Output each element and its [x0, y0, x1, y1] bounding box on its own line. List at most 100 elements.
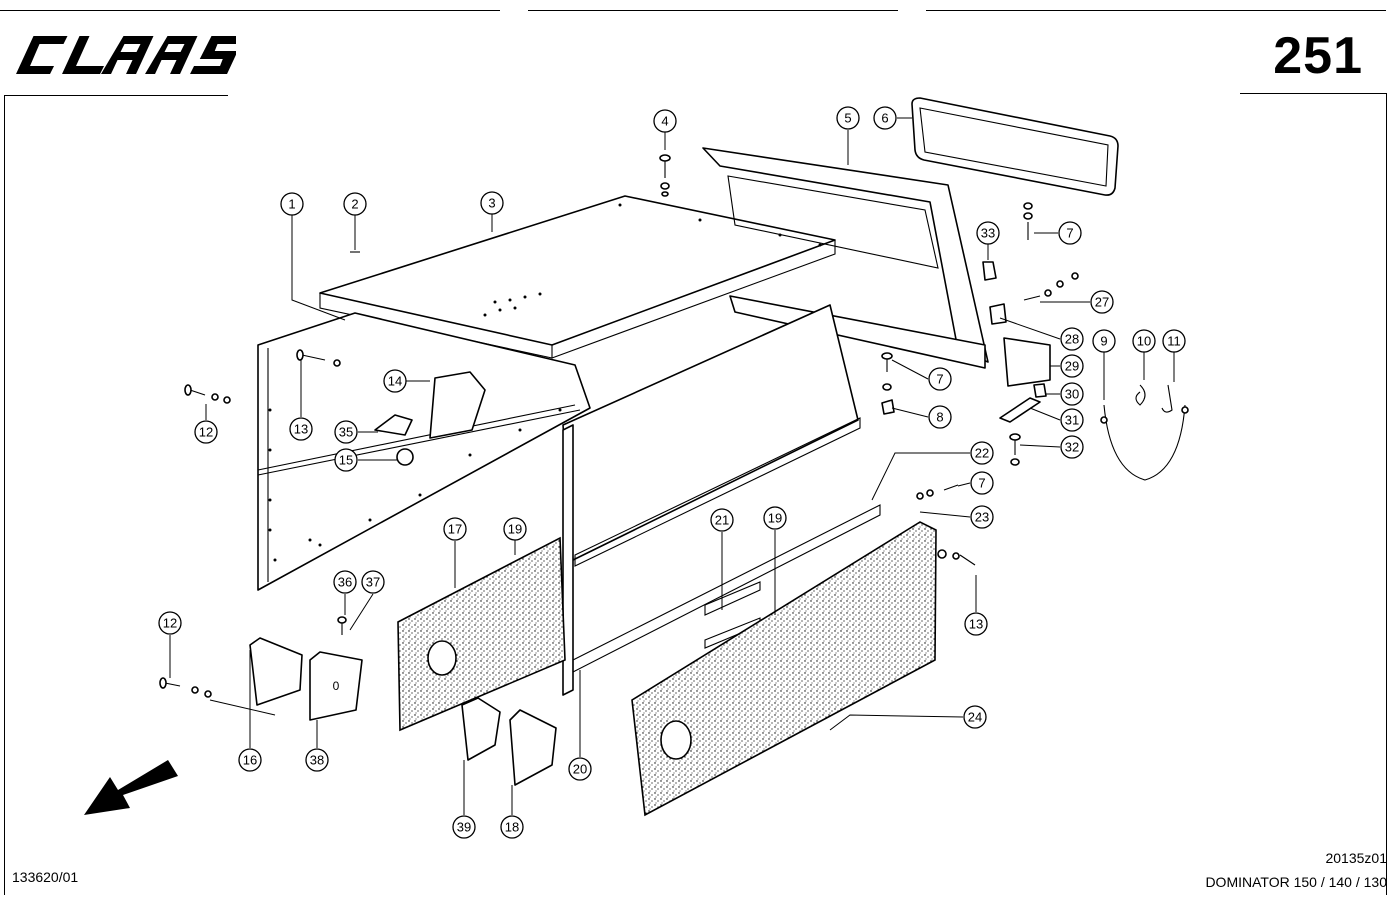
svg-text:24: 24: [968, 710, 982, 725]
claas-logo: [16, 36, 236, 74]
callout-13: 13: [964, 612, 988, 636]
callout-8: 8: [928, 405, 952, 429]
right-border: [1386, 93, 1387, 895]
svg-text:11: 11: [1167, 334, 1181, 349]
callout-23: 23: [970, 505, 994, 529]
svg-text:19: 19: [768, 511, 782, 526]
callout-15: 15: [334, 448, 358, 472]
callout-30: 30: [1060, 382, 1084, 406]
callout-19: 19: [763, 506, 787, 530]
callout-29: 29: [1060, 354, 1084, 378]
callout-36: 36: [333, 570, 357, 594]
svg-text:14: 14: [388, 374, 402, 389]
page-number: 251: [1273, 27, 1363, 85]
svg-text:12: 12: [199, 425, 213, 440]
callout-24: 24: [963, 705, 987, 729]
callout-28: 28: [1060, 327, 1084, 351]
callout-22: 22: [970, 441, 994, 465]
callout-6: 6: [873, 106, 897, 130]
svg-text:28: 28: [1065, 332, 1079, 347]
left-border: [4, 95, 5, 895]
callout-33: 33: [976, 221, 1000, 245]
callout-13: 13: [289, 417, 313, 441]
svg-text:6: 6: [881, 111, 888, 126]
front-upper-panel: [562, 304, 861, 567]
side-plate: [249, 637, 303, 706]
callout-19: 19: [503, 517, 527, 541]
logo-underline: [4, 95, 228, 96]
callout-7: 7: [1058, 221, 1082, 245]
svg-text:37: 37: [366, 575, 380, 590]
callout-17: 17: [443, 517, 467, 541]
svg-text:35: 35: [339, 425, 353, 440]
svg-text:4: 4: [661, 114, 668, 129]
svg-text:17: 17: [448, 522, 462, 537]
svg-text:18: 18: [505, 820, 519, 835]
model-name: DOMINATOR 150 / 140 / 130: [1205, 874, 1387, 890]
svg-text:15: 15: [339, 453, 353, 468]
right-mat: [631, 521, 937, 817]
drawing-number: 133620/01: [12, 869, 79, 885]
svg-text:38: 38: [310, 753, 324, 768]
callout-20: 20: [568, 757, 592, 781]
svg-text:13: 13: [294, 422, 308, 437]
arrow-down-left-icon: [84, 760, 178, 815]
callout-9: 9: [1092, 329, 1116, 353]
svg-text:23: 23: [975, 510, 989, 525]
svg-text:2: 2: [351, 197, 358, 212]
svg-text:19: 19: [508, 522, 522, 537]
svg-text:7: 7: [1066, 226, 1073, 241]
svg-text:22: 22: [975, 446, 989, 461]
callout-21: 21: [710, 508, 734, 532]
cover-label: 0: [333, 679, 340, 693]
callout-2: 2: [343, 192, 367, 216]
svg-text:21: 21: [715, 513, 729, 528]
svg-text:33: 33: [981, 226, 995, 241]
lower-bracket-39: [461, 697, 501, 761]
header-rule: [926, 10, 1386, 11]
callout-7: 7: [970, 471, 994, 495]
callout-12: 12: [194, 420, 218, 444]
callout-7: 7: [928, 367, 952, 391]
svg-text:1: 1: [288, 197, 295, 212]
cover: 0: [309, 651, 363, 721]
svg-text:3: 3: [488, 196, 495, 211]
svg-text:7: 7: [978, 476, 985, 491]
deflector: [429, 371, 486, 439]
svg-text:27: 27: [1095, 295, 1109, 310]
svg-text:30: 30: [1065, 387, 1079, 402]
rear-frame: [702, 147, 989, 369]
leader-lines: [169, 117, 1175, 815]
hardware: [159, 154, 1189, 698]
callout-10: 10: [1132, 329, 1156, 353]
callout-14: 14: [383, 369, 407, 393]
svg-text:20: 20: [573, 762, 587, 777]
page-number-underline: [1240, 93, 1386, 94]
callout-5: 5: [836, 106, 860, 130]
svg-text:10: 10: [1137, 334, 1151, 349]
header-rule: [0, 10, 500, 11]
svg-text:12: 12: [163, 616, 177, 631]
svg-text:31: 31: [1065, 413, 1079, 428]
callout-35: 35: [334, 420, 358, 444]
callout-3: 3: [480, 191, 504, 215]
callout-1: 1: [280, 192, 304, 216]
lower-bracket-18: [509, 709, 557, 786]
callout-27: 27: [1090, 290, 1114, 314]
callout-32: 32: [1060, 435, 1084, 459]
svg-text:39: 39: [457, 820, 471, 835]
svg-text:5: 5: [844, 111, 851, 126]
header-rule: [528, 10, 898, 11]
callout-31: 31: [1060, 408, 1084, 432]
callout-16: 16: [238, 748, 262, 772]
callout-39: 39: [452, 815, 476, 839]
svg-text:36: 36: [338, 575, 352, 590]
callout-18: 18: [500, 815, 524, 839]
callout-37: 37: [361, 570, 385, 594]
svg-text:9: 9: [1100, 334, 1107, 349]
svg-text:16: 16: [243, 753, 257, 768]
svg-text:7: 7: [936, 372, 943, 387]
svg-text:13: 13: [969, 617, 983, 632]
